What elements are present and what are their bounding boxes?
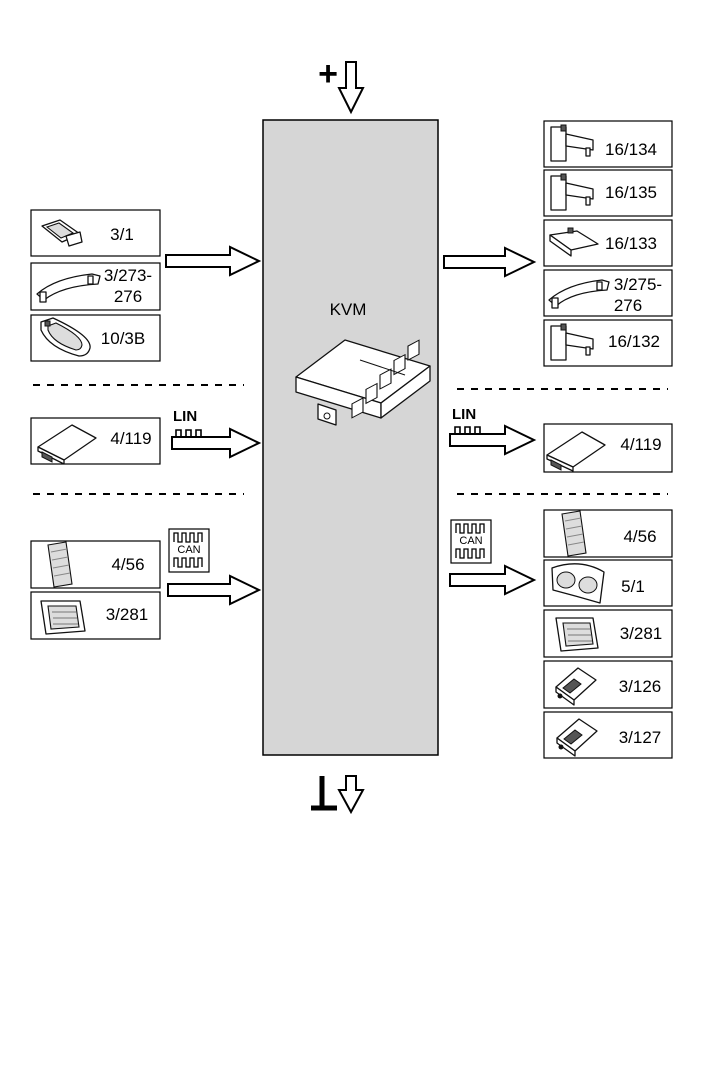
door-handle-icon xyxy=(548,279,610,309)
component-4-56-left: 4/56 xyxy=(30,540,161,589)
kvm-module xyxy=(262,119,439,756)
antenna-flat-icon xyxy=(549,227,599,257)
component-4-56-right: 4/56 xyxy=(543,509,673,558)
svg-text:4/119: 4/119 xyxy=(620,435,661,454)
component-10-3b: 10/3B xyxy=(30,314,161,362)
arrow-right-lin xyxy=(449,424,537,456)
kvm-unit-icon xyxy=(295,339,431,426)
svg-text:276: 276 xyxy=(614,296,642,315)
can-label-right: CAN xyxy=(459,535,482,547)
instrument-cluster-icon xyxy=(551,563,605,604)
svg-text:3/127: 3/127 xyxy=(619,728,662,747)
can-label-left: CAN xyxy=(177,544,200,556)
svg-text:3/126: 3/126 xyxy=(619,677,662,696)
component-3-281-left: 3/281 xyxy=(30,591,161,640)
can-bus-symbol-right: CAN xyxy=(450,519,492,564)
component-16-135: 16/135 xyxy=(543,169,673,217)
arrow-right-outputs xyxy=(443,246,537,278)
lin-bus-symbol-right: LIN xyxy=(451,406,484,435)
component-3-275-276: 3/275- 276 xyxy=(543,269,673,317)
svg-text:3/275-: 3/275- xyxy=(614,275,662,294)
fuse-box-icon xyxy=(47,541,73,588)
key-fob-icon xyxy=(40,317,91,357)
component-5-1: 5/1 xyxy=(543,559,673,607)
component-16-132: 16/132 xyxy=(543,319,673,367)
svg-text:16/132: 16/132 xyxy=(608,332,660,351)
svg-text:3/281: 3/281 xyxy=(106,605,149,624)
svg-text:10/3B: 10/3B xyxy=(101,329,145,348)
power-plus-symbol: + xyxy=(318,55,338,93)
lin-label-left: LIN xyxy=(173,408,197,425)
control-unit-icon xyxy=(37,424,97,465)
svg-text:3/1: 3/1 xyxy=(110,225,134,244)
arrow-right-can xyxy=(449,564,537,596)
svg-text:16/133: 16/133 xyxy=(605,234,657,253)
control-unit-icon xyxy=(546,431,606,472)
svg-text:16/134: 16/134 xyxy=(605,140,657,159)
control-box-icon xyxy=(555,667,597,706)
svg-text:4/56: 4/56 xyxy=(623,527,656,546)
svg-text:3/273-: 3/273- xyxy=(104,266,152,285)
door-handle-icon xyxy=(36,273,101,303)
antenna-icon xyxy=(550,323,594,361)
can-bus-symbol-left: CAN xyxy=(168,528,210,573)
control-box-icon xyxy=(556,718,598,757)
component-16-133: 16/133 xyxy=(543,219,673,267)
lin-bus-symbol-left: LIN xyxy=(172,408,205,438)
fuse-box-icon xyxy=(561,510,587,557)
svg-text:3/281: 3/281 xyxy=(620,624,663,643)
switch-icon xyxy=(41,219,83,247)
component-3-126: 3/126 xyxy=(543,660,673,709)
kvm-label: KVM xyxy=(330,300,367,319)
arrow-left-inputs xyxy=(165,245,262,277)
svg-text:5/1: 5/1 xyxy=(621,577,645,596)
antenna-icon xyxy=(550,173,594,211)
svg-text:4/119: 4/119 xyxy=(110,429,151,448)
arrow-left-can xyxy=(167,574,262,606)
component-16-134: 16/134 xyxy=(543,120,673,168)
component-3-1: 3/1 xyxy=(30,209,161,257)
svg-text:16/135: 16/135 xyxy=(605,183,657,202)
lin-label-right: LIN xyxy=(452,406,476,423)
component-3-127: 3/127 xyxy=(543,711,673,759)
ground-icon xyxy=(311,775,365,815)
svg-text:4/56: 4/56 xyxy=(111,555,144,574)
power-plus-icon: + xyxy=(318,55,365,115)
control-module-icon xyxy=(555,617,599,652)
svg-text:276: 276 xyxy=(114,287,142,306)
control-module-icon xyxy=(40,600,86,635)
component-3-281-right: 3/281 xyxy=(543,609,673,658)
component-3-273-276: 3/273- 276 xyxy=(30,262,161,311)
antenna-icon xyxy=(550,124,594,162)
component-4-119-right: 4/119 xyxy=(543,423,673,473)
component-4-119-left: 4/119 xyxy=(30,417,161,465)
arrow-left-lin xyxy=(171,427,262,459)
